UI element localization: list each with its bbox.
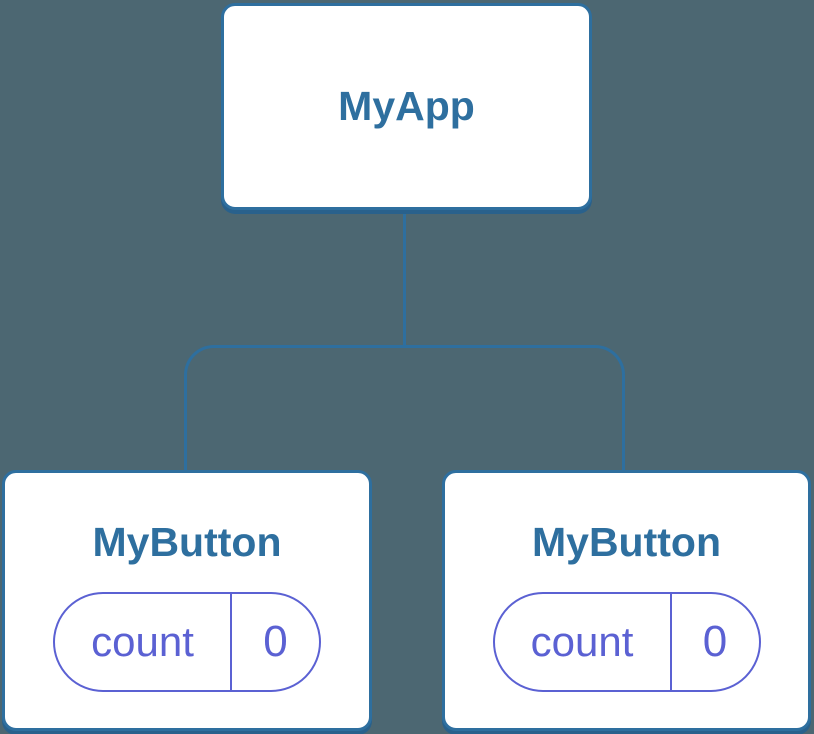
state-key-label: count [530,618,634,665]
state-pill-left: count 0 [53,592,321,692]
node-label-myapp: MyApp [338,83,475,129]
state-key-cell: count [495,594,670,690]
state-value-label: 0 [263,617,288,666]
state-key-cell: count [55,594,230,690]
state-value-cell: 0 [230,594,319,690]
connector-branch-bracket [184,345,625,470]
state-key-label: count [91,618,194,665]
tree-node-mybutton-left: MyButton count 0 [2,470,372,731]
state-value-cell: 0 [669,594,759,690]
tree-node-mybutton-right: MyButton count 0 [442,470,811,731]
state-pill-right: count 0 [492,592,761,692]
node-label-mybutton-left: MyButton [92,519,282,565]
connector-root-stem [403,214,406,348]
state-value-label: 0 [702,617,728,666]
node-label-mybutton-right: MyButton [531,519,721,565]
tree-node-myapp: MyApp [221,3,592,210]
